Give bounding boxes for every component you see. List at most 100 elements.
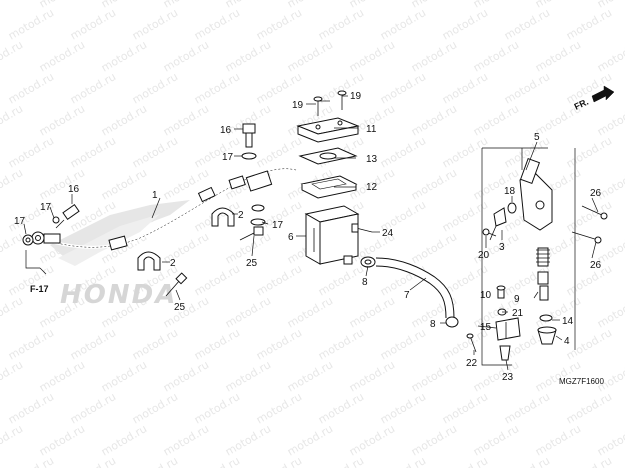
callout-23: 23 — [502, 372, 514, 383]
callout-2b: 2 — [170, 258, 176, 269]
watermark-text: motod.ru — [533, 38, 583, 74]
watermark-text: motod.ru — [347, 422, 397, 458]
callout-12: 12 — [366, 182, 378, 193]
callout-17c: 17 — [272, 220, 284, 231]
watermark-text: motod.ru — [285, 358, 335, 394]
watermark-text: motod.ru — [130, 70, 180, 106]
callout-17d: 17 — [14, 216, 26, 227]
callout-26b: 26 — [590, 260, 602, 271]
watermark-text: motod.ru — [6, 390, 56, 426]
watermark-text: motod.ru — [564, 454, 614, 468]
joint-10 — [496, 285, 506, 299]
watermark-text: motod.ru — [192, 454, 242, 468]
callout-6: 6 — [288, 232, 294, 243]
washer-17-left — [22, 234, 34, 246]
hose-clamp-lower — [137, 251, 161, 271]
watermark-text: motod.ru — [68, 6, 118, 42]
watermark-text: motod.ru — [409, 166, 459, 202]
screw-24 — [351, 223, 373, 233]
watermark-text: motod.ru — [0, 166, 25, 202]
watermark-text: motod.ru — [285, 422, 335, 458]
watermark-text: motod.ru — [192, 390, 242, 426]
watermark-text: motod.ru — [6, 134, 56, 170]
hose-clip-8-upper — [360, 256, 376, 268]
watermark-text: motod.ru — [37, 422, 87, 458]
callout-17a: 17 — [222, 152, 234, 163]
watermark-text: motod.ru — [254, 134, 304, 170]
callout-labels: 1 2 2 3 4 5 6 7 8 8 9 10 11 12 13 14 15 … — [14, 91, 602, 383]
watermark-text: motod.ru — [595, 294, 625, 330]
bolt-25-upper — [239, 226, 264, 241]
watermark-text: motod.ru — [502, 390, 552, 426]
banjo-bolt-16 — [242, 123, 256, 148]
watermark-text: motod.ru — [595, 102, 625, 138]
watermark-text: motod.ru — [378, 326, 428, 362]
watermark-text: motod.ru — [378, 390, 428, 426]
watermark-text: motod.ru — [316, 326, 366, 362]
watermark-text: motod.ru — [316, 454, 366, 468]
watermark-text: motod.ru — [0, 0, 25, 11]
watermark-text: motod.ru — [37, 358, 87, 394]
watermark-text: motod.ru — [471, 102, 521, 138]
watermark-text: motod.ru — [533, 422, 583, 458]
watermark-text: motod.ru — [99, 102, 149, 138]
reference-bracket — [25, 250, 47, 275]
watermark-text: motod.ru — [440, 454, 490, 468]
watermark-text: motod.ru — [130, 134, 180, 170]
watermark-text: motod.ru — [409, 358, 459, 394]
reservoir-6 — [304, 205, 360, 265]
watermark-text: motod.ru — [471, 358, 521, 394]
watermark-text: motod.ru — [564, 326, 614, 362]
callout-4: 4 — [564, 336, 570, 347]
callout-21: 21 — [512, 308, 524, 319]
watermark-text: motod.ru — [37, 102, 87, 138]
watermark-text: motod.ru — [37, 166, 87, 202]
watermark-text: motod.ru — [68, 134, 118, 170]
master-cylinder-body-5 — [519, 157, 553, 231]
watermark-text: motod.ru — [6, 6, 56, 42]
watermark-text: motod.ru — [130, 454, 180, 468]
bolt-26-lower — [571, 231, 602, 244]
watermark-text: motod.ru — [68, 390, 118, 426]
watermark-text: motod.ru — [440, 70, 490, 106]
callout-2a: 2 — [238, 210, 244, 221]
watermark-text: motod.ru — [192, 6, 242, 42]
front-arrow-icon — [591, 85, 615, 103]
circlip-14 — [539, 314, 553, 322]
watermark-text: motod.ru — [316, 390, 366, 426]
callout-16a: 16 — [220, 125, 232, 136]
bolt-25-lower — [165, 272, 188, 297]
watermark-text: motod.ru — [347, 38, 397, 74]
watermark-text: motod.ru — [254, 454, 304, 468]
callout-18: 18 — [504, 186, 516, 197]
watermark-text: motod.ru — [130, 390, 180, 426]
watermark-text: motod.ru — [0, 38, 25, 74]
watermark-text: motod.ru — [440, 198, 490, 234]
watermark-text: motod.ru — [223, 422, 273, 458]
bolt-26-upper — [581, 205, 608, 220]
watermark-text: motod.ru — [223, 358, 273, 394]
callout-22: 22 — [466, 358, 478, 369]
watermark-text: motod.ru — [161, 38, 211, 74]
watermark-text: motod.ru — [161, 422, 211, 458]
callout-20: 20 — [478, 250, 490, 261]
watermark-text: motod.ru — [99, 422, 149, 458]
watermark-text: motod.ru — [378, 6, 428, 42]
callout-9: 9 — [514, 294, 520, 305]
watermark-text: motod.ru — [471, 230, 521, 266]
diaphragm-12 — [300, 175, 358, 199]
hose-joint-18 — [507, 202, 517, 214]
watermark-text: motod.ru — [440, 6, 490, 42]
watermark-text: motod.ru — [130, 326, 180, 362]
watermark-text: motod.ru — [99, 358, 149, 394]
watermark-text: motod.ru — [378, 70, 428, 106]
watermark-text: motod.ru — [564, 6, 614, 42]
callout-11: 11 — [366, 124, 377, 135]
watermark-text: motod.ru — [68, 454, 118, 468]
callout-15: 15 — [480, 322, 492, 333]
reservoir-cap-11 — [296, 117, 360, 143]
watermark-text: motod.ru — [254, 6, 304, 42]
screw-19-right — [337, 90, 347, 110]
leader-lines — [23, 95, 599, 371]
watermark-text: motod.ru — [502, 454, 552, 468]
